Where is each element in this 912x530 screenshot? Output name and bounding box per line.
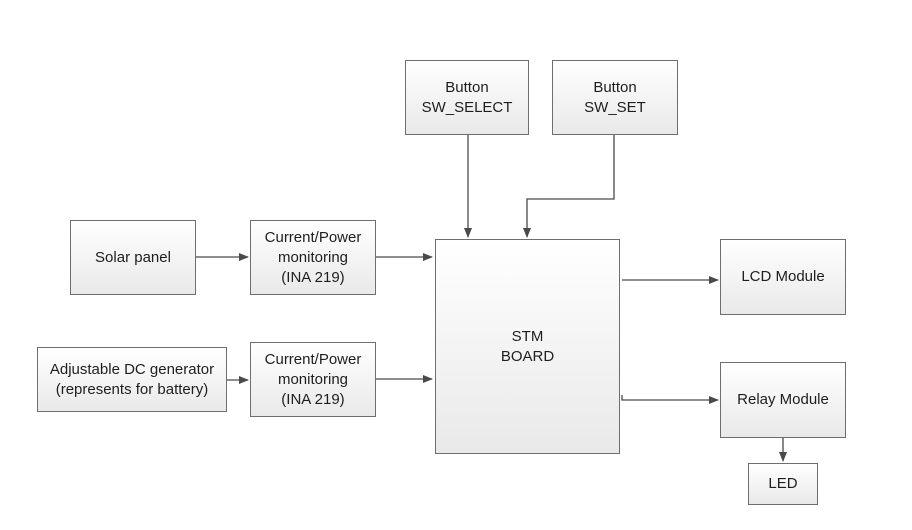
block-label-line: LCD Module	[741, 268, 825, 285]
led-block: LED	[748, 463, 818, 505]
block-label-line: Adjustable DC generator	[49, 360, 215, 378]
block-label-line: STM	[511, 327, 544, 345]
block-label-line: monitoring	[277, 370, 349, 388]
block-label-line: Current/Power	[264, 350, 362, 368]
stm-board-block: STM BOARD	[435, 239, 620, 454]
button-sw-set-block: Button SW_SET	[552, 60, 678, 135]
lcd-module-block: LCD Module	[720, 239, 846, 315]
block-label-line: Button	[593, 78, 637, 96]
edge-set-to-stm	[523, 134, 615, 238]
monitoring-block-2: Current/Power monitoring (INA 219)	[250, 342, 376, 417]
block-label-line: BOARD	[500, 347, 555, 365]
block-label-line: LED	[768, 475, 798, 492]
block-label-line: SW_SELECT	[421, 98, 513, 116]
block-label-line: Relay Module	[737, 391, 829, 408]
relay-module-block: Relay Module	[720, 362, 846, 438]
block-label-line: (represents for battery)	[55, 380, 209, 398]
block-label-line: SW_SET	[584, 98, 646, 116]
block-label-line: Current/Power	[264, 228, 362, 246]
solar-panel-block: Solar panel	[70, 220, 196, 295]
button-sw-select-block: Button SW_SELECT	[405, 60, 529, 135]
monitoring-block-1: Current/Power monitoring (INA 219)	[250, 220, 376, 295]
block-label-line: Solar panel	[95, 248, 171, 266]
block-label-line: (INA 219)	[281, 390, 345, 408]
block-label-line: monitoring	[277, 248, 349, 266]
edge-stm-to-relay	[621, 395, 719, 404]
dc-generator-block: Adjustable DC generator (represents for …	[37, 347, 227, 412]
block-label-line: (INA 219)	[281, 268, 345, 286]
block-label-line: Button	[445, 78, 489, 96]
